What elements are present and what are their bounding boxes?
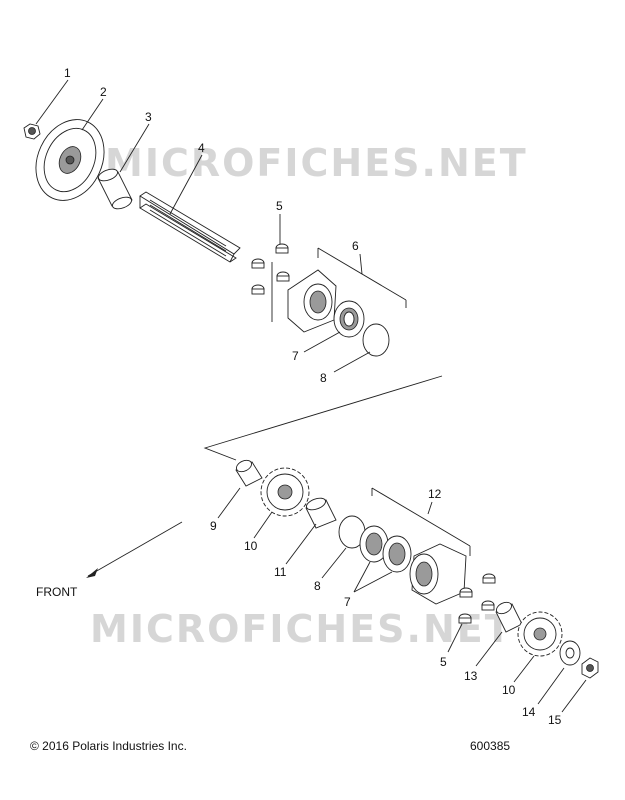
front-arrow: [86, 521, 183, 578]
part-8-snap-ring-top: [362, 323, 390, 357]
assembly-link-line: [203, 375, 443, 461]
part-1-nut: [23, 123, 41, 140]
callout-2: 2: [100, 85, 107, 99]
callout-13: 13: [464, 669, 478, 683]
part-5-bolts-top: [251, 243, 290, 295]
callout-8-top: 8: [320, 371, 327, 385]
part-7-bearings-bottom: [359, 525, 412, 573]
callout-11: 11: [274, 565, 287, 579]
callout-10-left: 10: [244, 539, 258, 553]
part-7-bearing-top: [333, 300, 365, 338]
callout-3: 3: [145, 110, 152, 124]
part-2-brake-disc: [35, 119, 105, 201]
part-11-spacer: [305, 497, 337, 529]
callouts: 1 2 3 4 5 6 7 8 9 10 11 8 7 12 5 13: [35, 66, 587, 727]
callout-1: 1: [64, 66, 71, 80]
part-3-spacer: [97, 168, 133, 210]
front-label: FRONT: [36, 585, 78, 599]
callout-12: 12: [428, 487, 442, 501]
callout-15: 15: [548, 713, 562, 727]
callout-4: 4: [198, 141, 205, 155]
drawing-number: 600385: [470, 739, 510, 753]
callout-5-top: 5: [276, 199, 283, 213]
callout-7-top: 7: [292, 349, 299, 363]
callout-5-bottom: 5: [440, 655, 447, 669]
callout-7-bottom: 7: [344, 595, 351, 609]
part-6-bearing-housing: [287, 269, 337, 333]
part-15-nut: [581, 657, 599, 679]
callout-8-bottom: 8: [314, 579, 321, 593]
watermark-bottom: MICROFICHES.NET: [90, 607, 513, 651]
part-4-shaft: [139, 191, 241, 263]
part-10-sprocket-left: [260, 467, 310, 517]
part-8-snap-ring-bottom: [338, 515, 366, 549]
callout-10-right: 10: [502, 683, 516, 697]
watermark-top: MICROFICHES.NET: [105, 141, 528, 185]
part-5-bolts-bottom: [458, 573, 496, 624]
callout-9: 9: [210, 519, 217, 533]
callout-14: 14: [522, 705, 536, 719]
copyright-text: © 2016 Polaris Industries Inc.: [30, 739, 187, 753]
part-14-washer: [559, 640, 581, 666]
part-9-bushing: [235, 459, 263, 487]
callout-6: 6: [352, 239, 359, 253]
part-10-sprocket-right: [517, 611, 563, 657]
part-12-bearing-housing: [409, 543, 467, 605]
